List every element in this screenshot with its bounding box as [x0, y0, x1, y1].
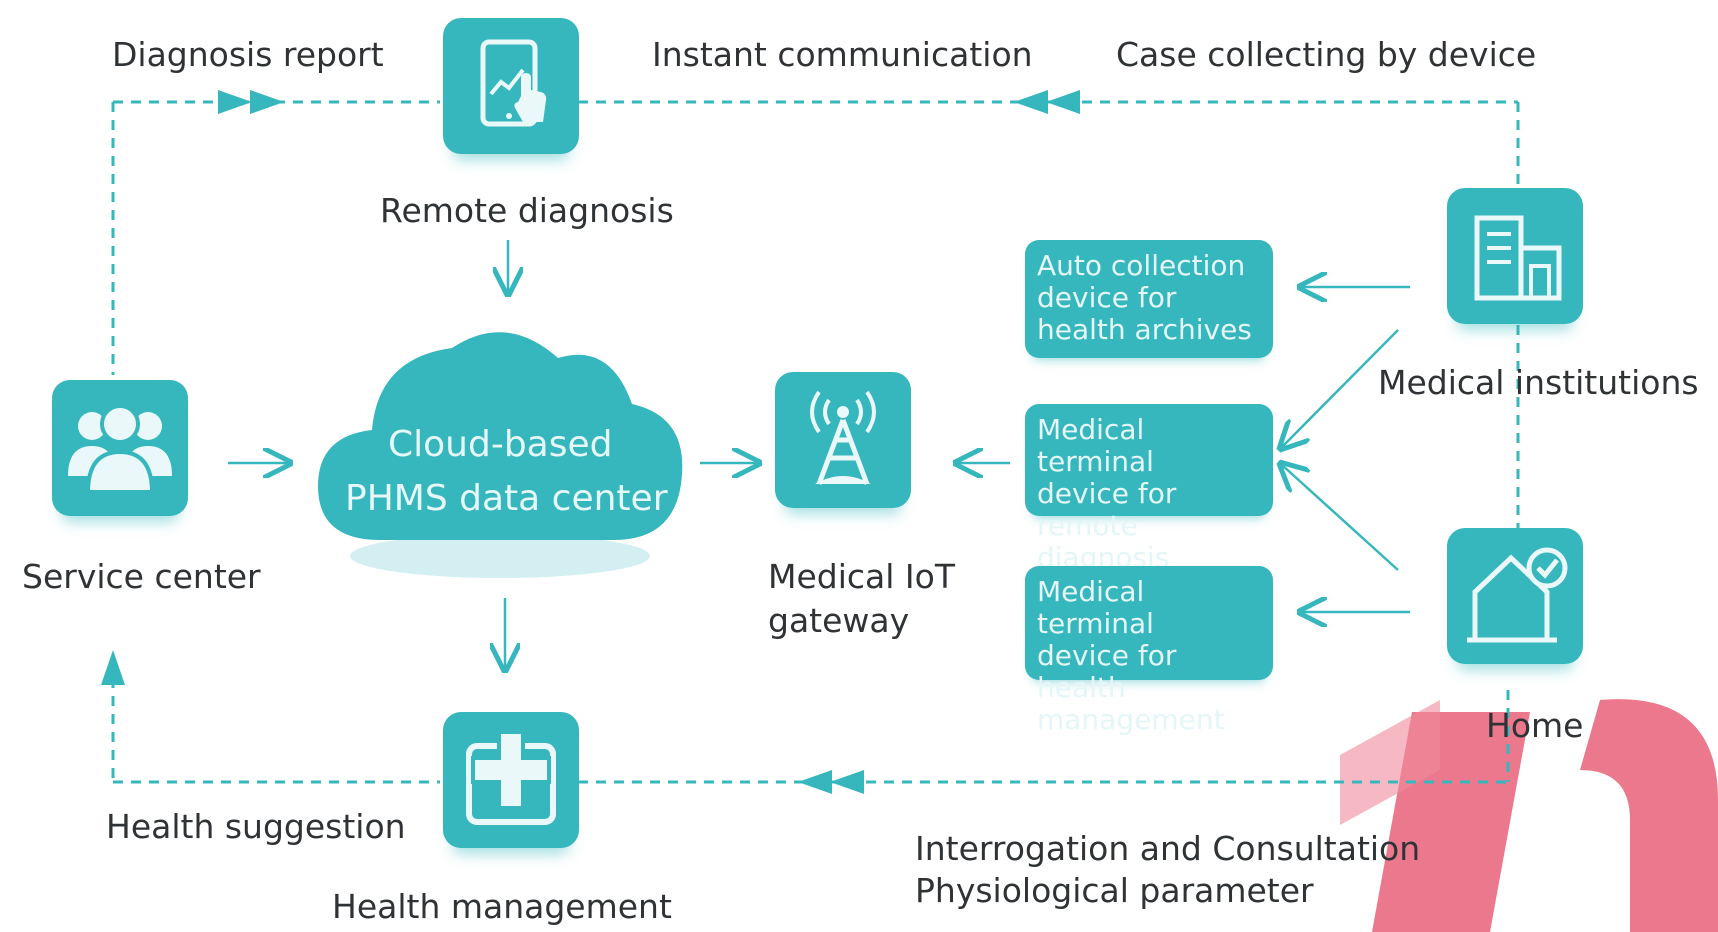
interrogation-label-line2: Physiological parameter	[915, 871, 1314, 910]
health-suggestion-label: Health suggestion	[106, 807, 406, 846]
device-box-remote-diagnosis: Medical terminal device for remote diagn…	[1025, 404, 1273, 574]
cloud-title-line2: PHMS data center	[345, 478, 668, 519]
diagnosis-report-label: Diagnosis report	[112, 35, 384, 74]
home-tile	[1447, 528, 1583, 664]
cloud-icon	[318, 332, 683, 578]
solid-arrows	[228, 240, 1410, 668]
building-icon	[1474, 215, 1562, 301]
medical-institutions-label: Medical institutions	[1378, 363, 1699, 402]
iot-gateway-label-line2: gateway	[768, 601, 910, 640]
interrogation-label-line1: Interrogation and Consultation	[915, 829, 1421, 868]
tablet-touch-icon	[480, 39, 547, 127]
house-check-icon	[1467, 547, 1568, 643]
medical-institutions-tile	[1447, 188, 1583, 324]
iot-gateway-label-line1: Medical IoT	[768, 557, 955, 596]
device-box-health-management: Medical terminal device for health manag…	[1025, 566, 1273, 736]
service-center-label: Service center	[22, 557, 261, 596]
service-center-tile	[52, 380, 188, 516]
health-management-tile	[443, 712, 579, 848]
signal-tower-icon	[810, 390, 876, 485]
people-group-icon	[68, 404, 172, 494]
case-collecting-label: Case collecting by device	[1116, 35, 1537, 74]
bottom-arrowheads	[101, 650, 864, 794]
remote-diagnosis-tile	[443, 18, 579, 154]
device-box-auto-collection: Auto collection device for health archiv…	[1025, 240, 1273, 358]
cloud-title-line1: Cloud-based	[388, 424, 613, 465]
top-arrowheads	[218, 90, 1080, 114]
health-management-label: Health management	[332, 887, 672, 926]
remote-diagnosis-label: Remote diagnosis	[380, 191, 674, 230]
iot-gateway-tile	[775, 372, 911, 508]
home-label: Home	[1486, 706, 1584, 745]
instant-communication-label: Instant communication	[652, 35, 1033, 74]
medical-cross-icon	[466, 730, 556, 825]
bottom-dashed-loop	[111, 660, 1510, 784]
